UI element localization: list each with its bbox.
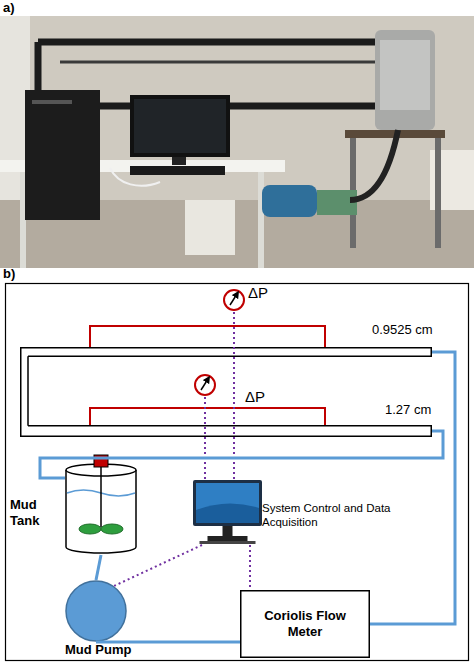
lab-photo xyxy=(350,130,398,200)
mud-tank-outline xyxy=(65,455,137,555)
pipe-section-outline xyxy=(28,425,432,437)
pipe-u-bend xyxy=(27,356,29,426)
pressure-tap-bracket xyxy=(90,408,325,425)
pipe-section: 0.9525 cm xyxy=(28,347,432,357)
lab-photo xyxy=(60,61,380,64)
lab-photo xyxy=(134,99,226,153)
signal-line xyxy=(233,312,235,480)
pressure-tap-bracket xyxy=(90,326,325,347)
mud-pump: Mud Pump xyxy=(65,580,127,642)
panel-letter: a) xyxy=(3,0,15,15)
shape-part xyxy=(223,526,233,536)
shape-part xyxy=(28,426,431,437)
panel-frame xyxy=(6,284,469,661)
lab-photo xyxy=(185,200,235,255)
mud-tank: Mud Tank xyxy=(65,455,137,555)
node-label: System Control and Data Acquisition xyxy=(262,502,402,530)
lab-photo xyxy=(172,157,186,165)
pressure-gauge-outline xyxy=(193,373,217,397)
shape-part xyxy=(208,536,248,541)
computer: System Control and Data Acquisition xyxy=(190,480,265,545)
lab-photo xyxy=(435,138,441,248)
lab-photo xyxy=(380,40,430,110)
mud-pump-outline xyxy=(65,580,127,642)
shape-part xyxy=(101,524,123,534)
lab-photo xyxy=(110,168,160,186)
shape-part xyxy=(79,524,101,534)
shape-part xyxy=(195,375,215,395)
shape-part xyxy=(196,483,259,523)
shape-part xyxy=(66,581,126,641)
shape-part xyxy=(193,480,262,526)
lab-photo xyxy=(32,100,72,104)
shape-part xyxy=(201,379,208,390)
lab-photo xyxy=(130,95,230,157)
shape-part xyxy=(28,425,432,437)
lab-photo xyxy=(25,90,100,220)
shape-part xyxy=(196,503,259,523)
node-label: 1.27 cm xyxy=(385,402,455,418)
shape-part xyxy=(224,290,244,310)
shape-part xyxy=(241,591,370,658)
node-label: Coriolis Flow Meter xyxy=(240,590,370,658)
shape-part xyxy=(94,455,108,467)
flow-line xyxy=(370,352,455,624)
node-label: Mud Pump xyxy=(65,642,165,658)
shape-part xyxy=(28,347,432,357)
flow-meter-box: Coriolis Flow Meter xyxy=(240,590,370,658)
pipe-u-bend xyxy=(21,348,28,437)
node-label: ΔP xyxy=(245,388,275,406)
lab-photo xyxy=(375,30,435,130)
node-label: Mud Tank xyxy=(10,497,60,528)
flow-line xyxy=(96,555,101,580)
pipe-section-outline xyxy=(28,347,432,357)
shape-part xyxy=(100,465,102,527)
pressure-gauge: ΔP xyxy=(222,288,246,312)
lab-photo xyxy=(0,16,474,268)
flow-line xyxy=(96,641,240,644)
pressure-gauge: ΔP xyxy=(193,373,217,397)
panel-frame xyxy=(6,284,469,661)
shape-part xyxy=(230,294,237,305)
signal-line xyxy=(204,397,206,480)
shape-part xyxy=(28,348,431,357)
pressure-tap-bracket xyxy=(90,326,325,425)
pipe-section: 1.27 cm xyxy=(28,425,432,437)
pipe-u-bend xyxy=(21,348,28,437)
lab-photo xyxy=(258,172,264,268)
lab-photo xyxy=(262,185,317,217)
node-label: 0.9525 cm xyxy=(372,322,452,338)
lab-photo xyxy=(0,16,474,268)
node-label: ΔP xyxy=(248,284,278,302)
computer-outline xyxy=(190,480,265,545)
shape-part xyxy=(200,541,256,544)
lab-photo xyxy=(130,166,225,175)
panel-letter: b) xyxy=(3,266,15,281)
signal-line xyxy=(114,545,202,586)
pressure-gauge-outline xyxy=(222,288,246,312)
signal-line xyxy=(249,545,251,590)
flow-line xyxy=(40,431,443,478)
